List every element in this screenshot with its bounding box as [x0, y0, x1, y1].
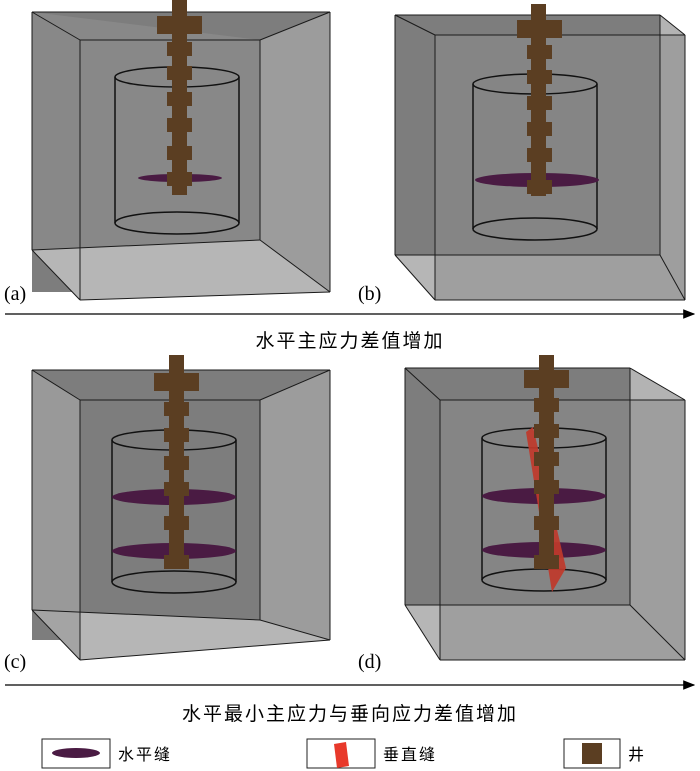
box-right-face [260, 12, 330, 292]
arrow-caption-2: 水平最小主应力与垂向应力差值增加 [182, 703, 518, 725]
legend-label-horizontal-fracture: 水平缝 [118, 745, 172, 764]
panel-d: (d) [358, 355, 686, 673]
well [154, 355, 199, 569]
well-icon [582, 743, 602, 764]
box-front-face [32, 370, 80, 660]
well [524, 355, 569, 569]
panel-b: (b) [358, 4, 686, 305]
panel-label-d: (d) [358, 651, 381, 673]
arrow-caption-1: 水平主应力差值增加 [255, 330, 444, 352]
panel-label-b: (b) [358, 283, 381, 305]
box-front-face [32, 12, 260, 250]
vertical-fracture-icon [334, 742, 349, 768]
box-front-face [435, 35, 685, 300]
legend: 水平缝 垂直缝 井 [41, 738, 644, 769]
panel-c: (c) [4, 355, 331, 673]
well [517, 4, 562, 196]
horizontal-fracture-icon [52, 748, 100, 758]
legend-label-well: 井 [628, 745, 644, 764]
box-bottom-face [32, 610, 330, 660]
panel-a: (a) [4, 0, 331, 305]
panel-label-a: (a) [4, 283, 26, 305]
panel-label-c: (c) [4, 651, 26, 673]
box-bottom-face [32, 240, 330, 300]
box-right-face [260, 370, 330, 640]
well [157, 0, 202, 195]
legend-label-vertical-fracture: 垂直缝 [383, 745, 437, 764]
box-front-face [440, 400, 685, 660]
